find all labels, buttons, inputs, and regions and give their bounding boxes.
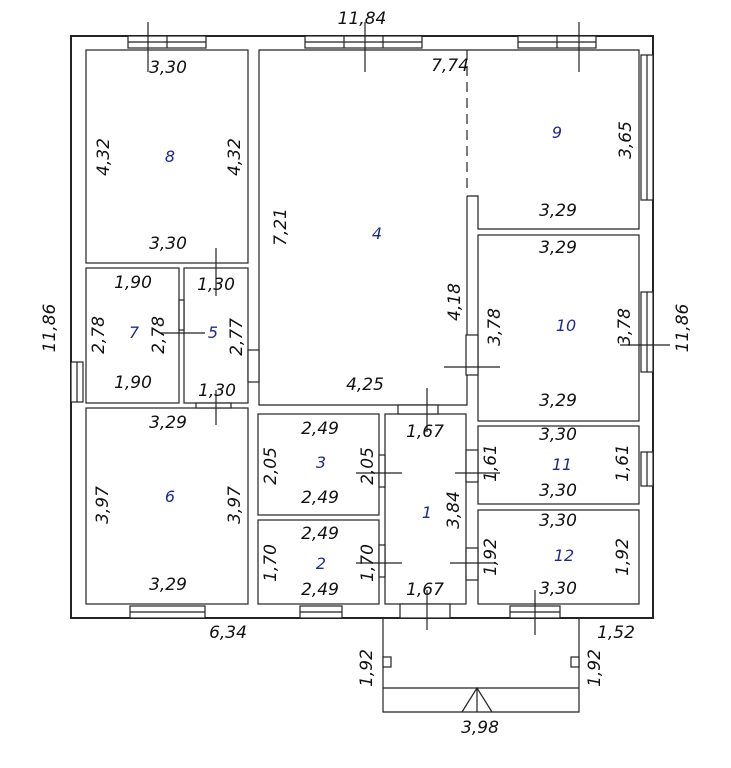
room-7-top: 1,90 [114, 273, 152, 293]
room-2-number: 2 [316, 554, 326, 573]
door-7 [178, 299, 185, 331]
room-5-top: 1,30 [197, 275, 235, 295]
room-7-right: 2,78 [149, 316, 169, 354]
room-3-top: 2,49 [301, 419, 339, 439]
room-8-number: 8 [165, 147, 175, 166]
door-2 [378, 544, 386, 578]
room-10-bottom: 3,29 [539, 391, 577, 411]
room-3-right: 2,05 [358, 447, 378, 485]
room-12-number: 12 [554, 546, 574, 565]
room-1-bottom: 1,67 [406, 580, 444, 600]
room-6-left: 3,97 [93, 486, 113, 524]
room-8-outline [85, 49, 249, 264]
room-12-bottom: 3,30 [539, 579, 577, 599]
room-11-bottom: 3,30 [539, 481, 577, 501]
porch-width-dim: 3,98 [461, 718, 499, 738]
room-7-outline [85, 267, 180, 404]
room-11-left: 1,61 [481, 444, 501, 482]
room-1-number: 1 [422, 503, 432, 522]
room-8-right: 4,32 [225, 138, 245, 176]
overall-right-height: 11,86 [673, 303, 693, 352]
room-12-top: 3,30 [539, 511, 577, 531]
door-5 [247, 349, 260, 383]
room-7-left: 2,78 [89, 316, 109, 354]
overall-bottom-right: 1,52 [597, 623, 635, 643]
room-8-left: 4,32 [94, 138, 114, 176]
room-10-right: 3,78 [615, 308, 635, 346]
room-8-bottom: 3,30 [149, 234, 187, 254]
room-5-number: 5 [208, 323, 218, 342]
room-9-outline [467, 49, 640, 230]
room-10-top: 3,29 [539, 238, 577, 258]
room-4-number: 4 [372, 224, 382, 243]
room-12-right: 1,92 [613, 538, 633, 576]
room-9-number: 9 [552, 123, 562, 142]
room-1-right: 3,84 [444, 491, 464, 529]
room-10-outline [477, 234, 640, 422]
room-4-top-right: 7,74 [431, 56, 469, 76]
room-5-right: 2,77 [227, 318, 247, 356]
room-1-top: 1,67 [406, 422, 444, 442]
porch-outline [382, 618, 580, 713]
room-9-right: 3,65 [616, 121, 636, 159]
room-10-number: 10 [556, 316, 576, 335]
room-4-right: 4,18 [445, 283, 465, 321]
room-4-left: 7,21 [271, 208, 291, 246]
room-6-number: 6 [165, 487, 175, 506]
room-8-top: 3,30 [149, 58, 187, 78]
porch-left-dim: 1,92 [357, 649, 377, 687]
room-2-left: 1,70 [261, 544, 281, 582]
room-6-right: 3,97 [225, 486, 245, 524]
overall-bottom-left: 6,34 [209, 623, 247, 643]
door-12 [465, 547, 479, 581]
marker-lines [147, 22, 670, 635]
room-6-outline [85, 407, 249, 605]
porch-right-dim: 1,92 [585, 649, 605, 687]
room-5-bottom: 1,30 [198, 381, 236, 401]
room-4-bottom: 4,25 [346, 375, 384, 395]
door-6 [195, 402, 232, 409]
room-7-number: 7 [129, 323, 140, 342]
windows [70, 35, 654, 619]
room-2-right: 1,70 [358, 544, 378, 582]
room-11-right: 1,61 [613, 444, 633, 482]
room-2-bottom: 2,49 [301, 580, 339, 600]
room-3-bottom: 2,49 [301, 488, 339, 508]
door-entry [399, 603, 451, 619]
room-10-left: 3,78 [485, 308, 505, 346]
door-10 [465, 334, 479, 376]
room-2-top: 2,49 [301, 524, 339, 544]
porch-post-left [382, 656, 392, 668]
doors [178, 299, 479, 619]
room-6-top: 3,29 [149, 413, 187, 433]
room-3-left: 2,05 [261, 447, 281, 485]
room-11-number: 11 [552, 455, 572, 474]
door-4-1 [397, 404, 439, 415]
room-6-bottom: 3,29 [149, 575, 187, 595]
door-11 [465, 449, 479, 483]
overall-top-width: 11,84 [338, 9, 387, 29]
door-3 [378, 454, 386, 488]
room-7-bottom: 1,90 [114, 373, 152, 393]
porch-post-right [570, 656, 580, 668]
overall-left-height: 11,86 [40, 303, 60, 352]
room-3-number: 3 [316, 453, 326, 472]
room-11-top: 3,30 [539, 425, 577, 445]
room-12-left: 1,92 [481, 538, 501, 576]
room-9-bottom: 3,29 [539, 201, 577, 221]
